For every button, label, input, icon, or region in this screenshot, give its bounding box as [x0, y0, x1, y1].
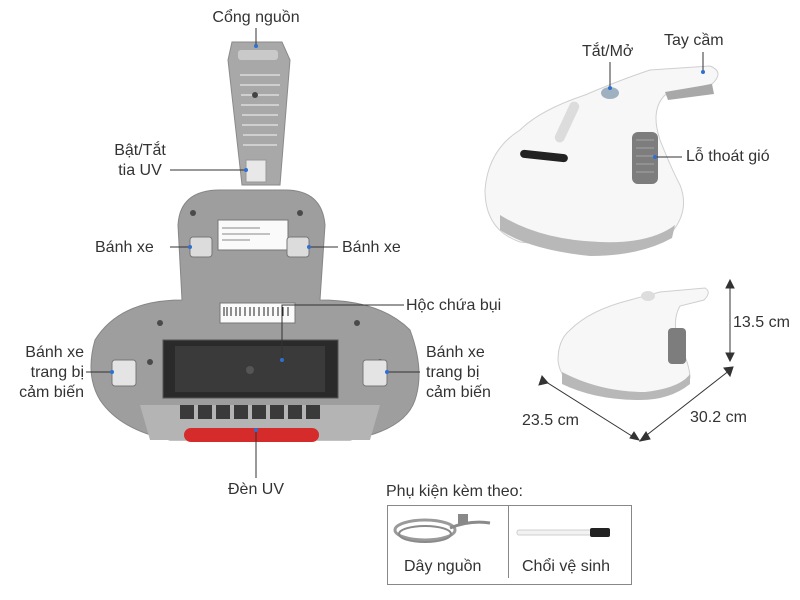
power-cord-icon: [393, 514, 491, 543]
vacuum-side-view: [484, 65, 719, 256]
label-uv-switch-line1: Bật/Tắt: [114, 142, 166, 159]
dimension-height: 13.5 cm: [733, 314, 790, 331]
dimension-length: 30.2 cm: [690, 409, 747, 426]
label-sensor-wheel-right-2: trang bị: [426, 364, 480, 381]
accessory-label-power-cord: Dây nguồn: [404, 558, 482, 575]
label-sensor-wheel-left: Bánh xe trang bị cảm biến: [8, 343, 84, 403]
dimension-width: 23.5 cm: [522, 412, 579, 429]
label-handle: Tay cầm: [664, 32, 724, 49]
vacuum-dimension-view: [557, 287, 709, 400]
label-sensor-wheel-right: Bánh xe trang bị cảm biến: [426, 343, 491, 403]
label-air-vent: Lỗ thoát gió: [686, 148, 770, 165]
label-sensor-wheel-right-3: cảm biến: [426, 384, 491, 401]
accessory-cell-power-cord: [388, 506, 509, 578]
label-uv-lamp: Đèn UV: [227, 481, 285, 498]
label-uv-switch: Bật/Tắt tia UV: [100, 141, 180, 181]
label-uv-switch-line2: tia UV: [118, 162, 162, 179]
label-sensor-wheel-right-1: Bánh xe: [426, 344, 485, 361]
label-dust-box: Hộc chứa bụi: [406, 297, 502, 314]
accessory-label-brush: Chổi vệ sinh: [522, 558, 611, 575]
accessories-title: Phụ kiện kèm theo:: [386, 483, 523, 500]
cleaning-brush-icon: [516, 528, 610, 537]
accessories-box: Dây nguồn Chổi vệ sinh: [387, 505, 632, 585]
label-sensor-wheel-left-2: trang bị: [30, 364, 84, 381]
label-power-port: Cổng nguồn: [212, 9, 300, 26]
vacuum-bottom-view: [90, 41, 420, 442]
label-wheel-right: Bánh xe: [342, 239, 401, 256]
label-on-off: Tắt/Mở: [582, 43, 634, 60]
label-sensor-wheel-left-3: cảm biến: [19, 384, 84, 401]
label-sensor-wheel-left-1: Bánh xe: [25, 344, 84, 361]
label-wheel-left: Bánh xe: [95, 239, 154, 256]
